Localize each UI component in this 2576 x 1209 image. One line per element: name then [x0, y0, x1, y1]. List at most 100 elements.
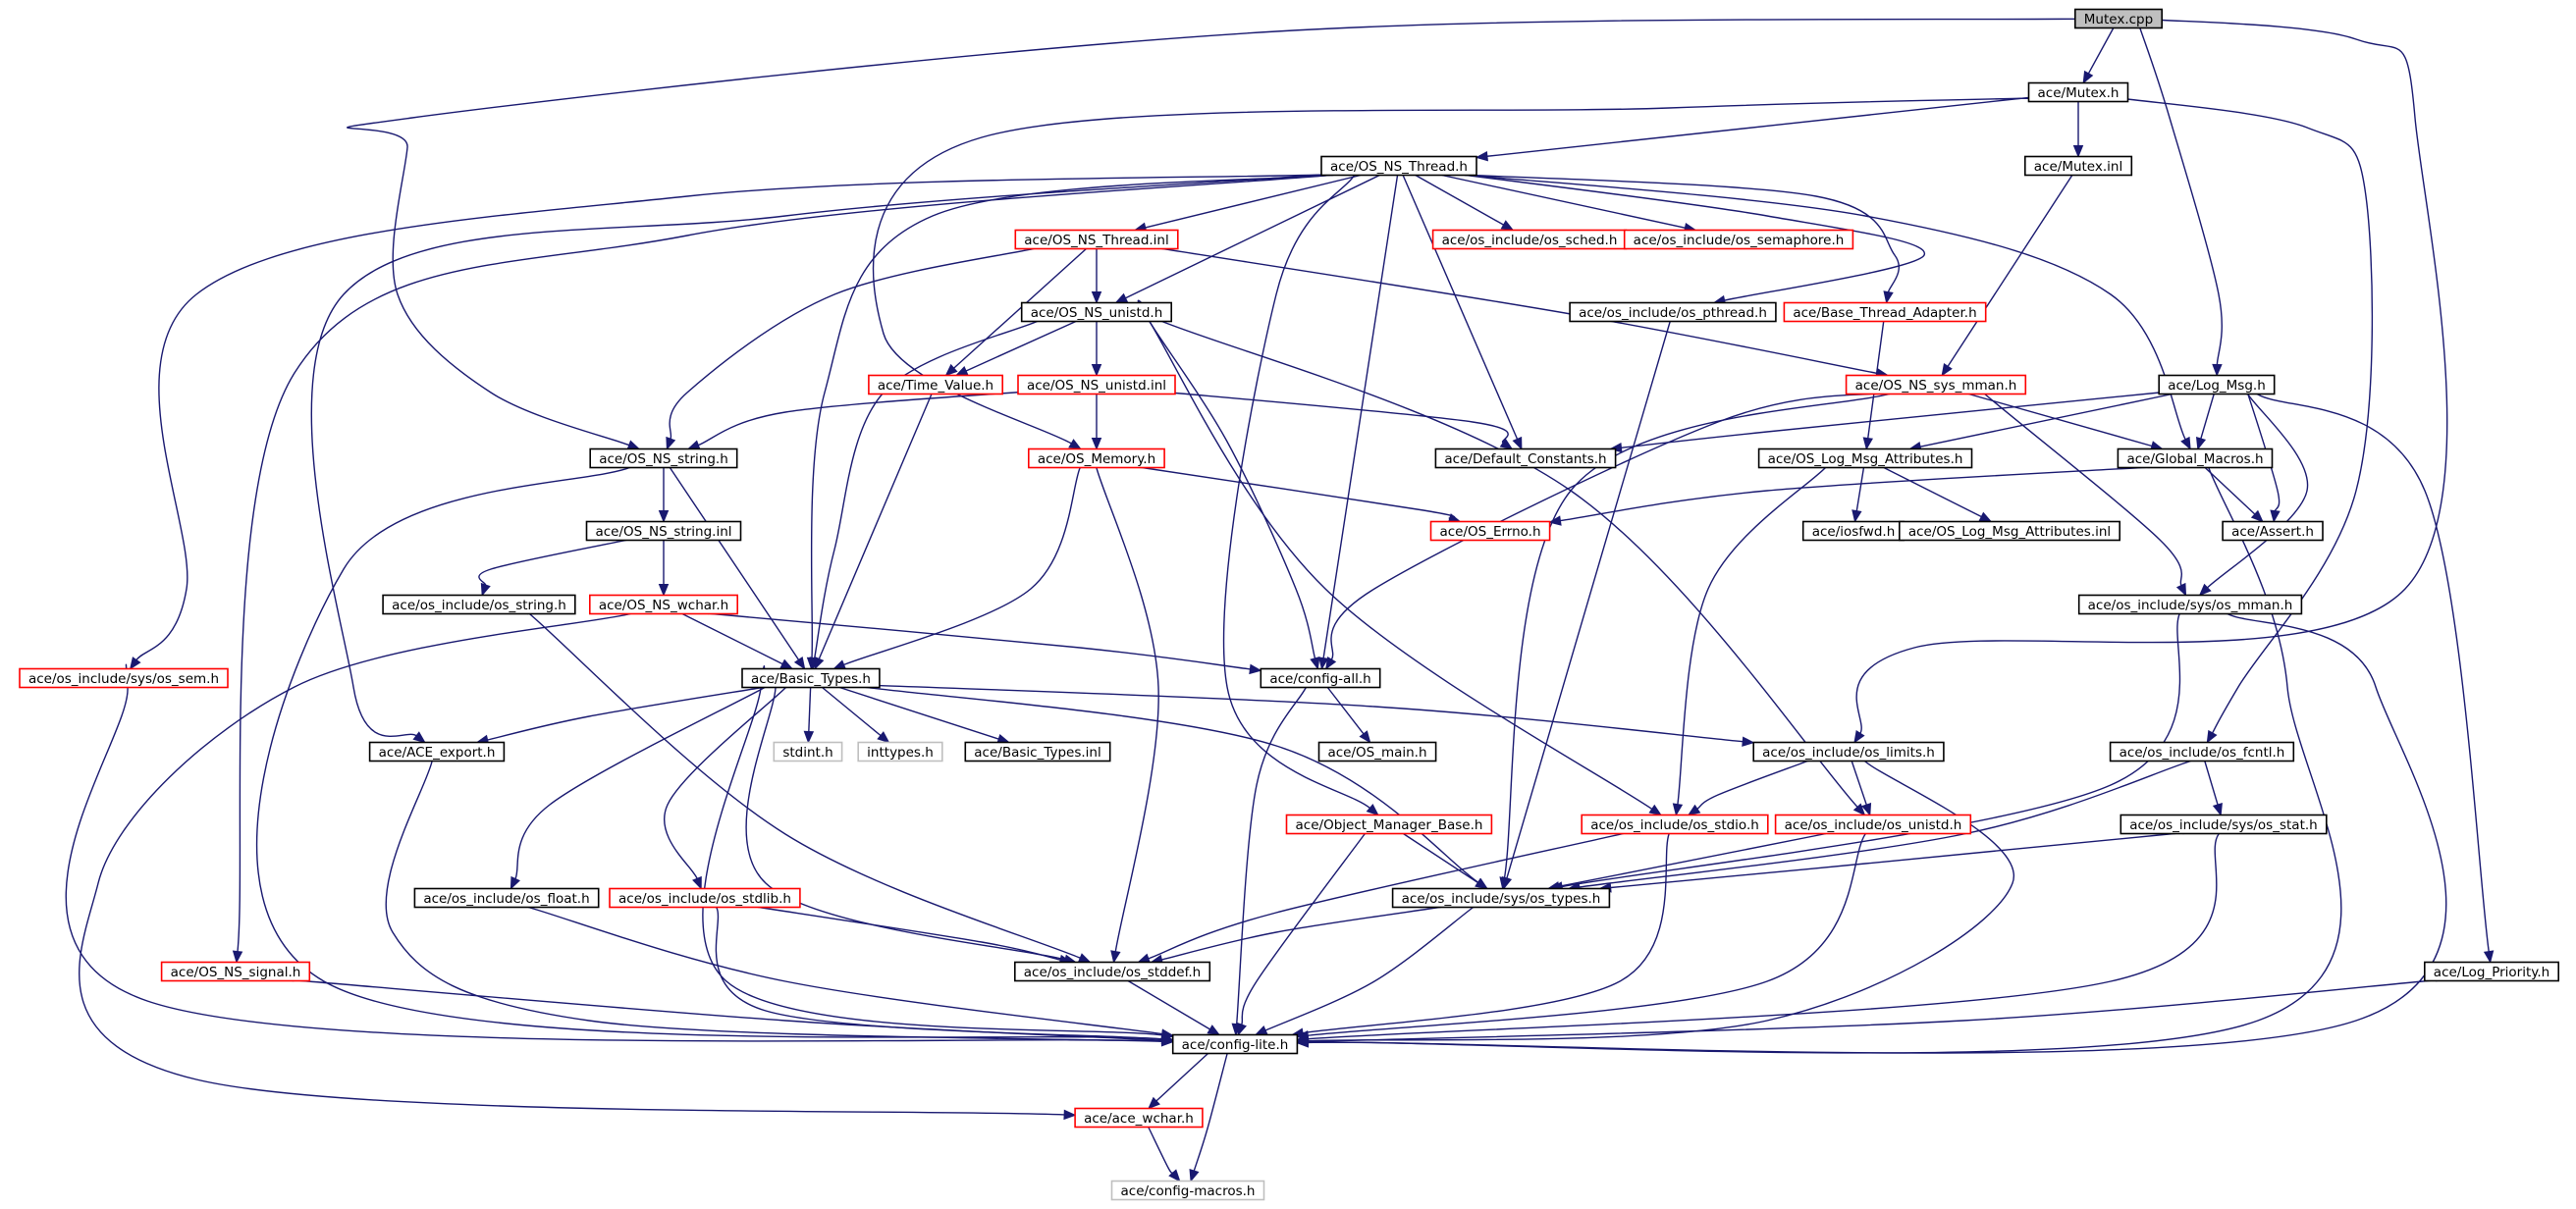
node-box: [2027, 81, 2129, 103]
node-label: ace/config-lite.h: [1182, 1037, 1289, 1053]
node-basic-types-inl[interactable]: ace/Basic_Types.inl: [964, 741, 1111, 762]
edge-mutex_cpp-to-log_msg_h: [2136, 21, 2223, 377]
edge-line: [1621, 389, 2190, 448]
node-mutex-inl[interactable]: ace/Mutex.inl: [2024, 155, 2133, 177]
node-box: [2158, 374, 2276, 395]
edge-arrowhead: [793, 657, 806, 670]
edge-line: [678, 609, 1251, 670]
node-ace-export-h[interactable]: ace/ACE_export.h: [368, 741, 506, 762]
edge-line: [843, 458, 1085, 666]
node-os-stdio-h[interactable]: ace/os_include/os_stdio.h: [1581, 814, 1769, 835]
node-sys-os-types-h[interactable]: ace/os_include/sys/os_types.h: [1391, 887, 1611, 909]
node-box: [413, 887, 600, 909]
node-global-macros-h[interactable]: ace/Global_Macros.h: [2117, 447, 2274, 469]
node-mutex-h[interactable]: ace/Mutex.h: [2027, 81, 2129, 103]
node-config-all-h[interactable]: ace/config-all.h: [1260, 667, 1381, 689]
edge-os_ns_thread_h-to-ace_export_h: [310, 171, 1366, 744]
edge-line: [830, 683, 1744, 743]
edge-arrowhead: [1249, 663, 1262, 675]
edge-line: [839, 686, 999, 740]
node-os-stdlib-h[interactable]: ace/os_include/os_stdlib.h: [609, 887, 801, 909]
edge-line: [1264, 901, 1481, 1031]
node-os-fcntl-h[interactable]: ace/os_include/os_fcntl.h: [2109, 741, 2295, 762]
edge-os_ns_string_inl-to-os_ns_wchar_h: [658, 540, 670, 597]
edge-arrowhead: [1189, 1168, 1200, 1183]
edge-line: [1117, 463, 1456, 519]
node-os-log-msg-attributes-inl[interactable]: ace/OS_Log_Msg_Attributes.inl: [1899, 520, 2121, 542]
edge-os_ns_wchar_h-to-ace_wchar_h: [78, 607, 1077, 1121]
node-label: ace/OS_NS_unistd.h: [1031, 305, 1163, 321]
edge-basic_types_h-to-config_lite_h: [702, 665, 1174, 1040]
node-os-ns-sys-mman-h[interactable]: ace/OS_NS_sys_mman.h: [1845, 374, 2027, 395]
edge-mutex_h-to-os_fcntl_h: [2108, 95, 2374, 744]
node-box: [964, 741, 1111, 762]
edge-arrowhead: [510, 875, 520, 890]
node-label: stdint.h: [782, 745, 832, 761]
edge-mutex_h-to-mutex_inl: [2072, 101, 2084, 158]
node-box: [1623, 229, 1854, 250]
node-os-ns-unistd-inl[interactable]: ace/OS_NS_unistd.inl: [1017, 374, 1176, 395]
node-base-thread-adapter-h[interactable]: ace/Base_Thread_Adapter.h: [1783, 301, 1987, 323]
edge-os_stdlib_h-to-os_stddef_h: [739, 903, 1073, 966]
node-ace-wchar-h[interactable]: ace/ace_wchar.h: [1074, 1107, 1204, 1129]
node-sys-os-stat-h[interactable]: ace/os_include/sys/os_stat.h: [2120, 814, 2328, 835]
node-basic-types-h[interactable]: ace/Basic_Types.h: [741, 667, 881, 689]
edge-os_ns_thread_inl-to-os_ns_unistd_h: [1091, 248, 1102, 304]
edge-arrowhead: [832, 659, 847, 670]
edge-arrowhead: [626, 440, 641, 450]
node-log-priority-h[interactable]: ace/Log_Priority.h: [2424, 961, 2560, 982]
node-os-semaphore-h[interactable]: ace/os_include/os_semaphore.h: [1623, 229, 1854, 250]
edge-line: [664, 678, 795, 879]
node-default-constants-h[interactable]: ace/Default_Constants.h: [1434, 447, 1617, 469]
edge-arrowhead: [658, 584, 670, 597]
node-sys-os-sem-h[interactable]: ace/os_include/sys/os_sem.h: [19, 667, 229, 689]
node-label: ace/os_include/os_float.h: [423, 891, 589, 907]
node-label: ace/Time_Value.h: [878, 378, 993, 394]
node-config-lite-h[interactable]: ace/config-lite.h: [1171, 1033, 1299, 1055]
node-os-log-msg-attributes-h[interactable]: ace/OS_Log_Msg_Attributes.h: [1757, 447, 1973, 469]
node-os-limits-h[interactable]: ace/os_include/os_limits.h: [1752, 741, 1945, 762]
node-os-memory-h[interactable]: ace/OS_Memory.h: [1028, 447, 1165, 469]
node-label: ace/ACE_export.h: [379, 745, 496, 761]
node-os-ns-string-inl[interactable]: ace/OS_NS_string.inl: [585, 520, 742, 542]
node-os-stddef-h[interactable]: ace/os_include/os_stddef.h: [1014, 961, 1211, 982]
node-assert-h[interactable]: ace/Assert.h: [2222, 520, 2324, 542]
node-time-value-h[interactable]: ace/Time_Value.h: [868, 374, 1004, 395]
edge-os_ns_thread_h-to-sys_os_sem_h: [129, 172, 1372, 670]
node-mutex-cpp[interactable]: Mutex.cpp: [2074, 8, 2164, 29]
node-box: [1074, 1107, 1204, 1129]
node-os-ns-string-h[interactable]: ace/OS_NS_string.h: [589, 447, 738, 469]
edge-arrowhead: [666, 436, 676, 450]
edge-line: [1968, 393, 2153, 447]
node-os-main-h[interactable]: ace/OS_main.h: [1317, 741, 1437, 762]
node-os-string-h[interactable]: ace/os_include/os_string.h: [382, 594, 576, 615]
edge-arrowhead: [954, 365, 969, 377]
node-os-ns-thread-h[interactable]: ace/OS_NS_Thread.h: [1320, 155, 1477, 177]
node-os-float-h[interactable]: ace/os_include/os_float.h: [413, 887, 600, 909]
node-box: [2117, 447, 2274, 469]
edge-log_msg_h-to-os_log_msg_attributes_h: [1908, 393, 2173, 452]
edge-arrowhead: [1114, 292, 1129, 304]
node-box: [1014, 229, 1179, 250]
node-os-ns-thread-inl[interactable]: ace/OS_NS_Thread.inl: [1014, 229, 1179, 250]
node-label: ace/OS_NS_Thread.h: [1330, 159, 1468, 175]
edge-basic_types_h-to-ace_export_h: [475, 684, 779, 746]
node-object-manager-base-h[interactable]: ace/Object_Manager_Base.h: [1285, 814, 1493, 835]
edge-line: [1153, 1049, 1212, 1104]
node-os-ns-unistd-h[interactable]: ace/OS_NS_unistd.h: [1020, 301, 1172, 323]
node-box: [2024, 155, 2133, 177]
node-iosfwd-h[interactable]: ace/iosfwd.h: [1801, 520, 1905, 542]
node-os-pthread-h[interactable]: ace/os_include/os_pthread.h: [1569, 301, 1777, 323]
node-os-unistd-h[interactable]: ace/os_include/os_unistd.h: [1774, 814, 1972, 835]
node-os-ns-wchar-h[interactable]: ace/OS_NS_wchar.h: [588, 594, 738, 615]
edge-os_memory_h-to-os_stddef_h: [1091, 450, 1159, 964]
node-sys-os-mman-h[interactable]: ace/os_include/sys/os_mman.h: [2077, 594, 2303, 615]
node-log-msg-h[interactable]: ace/Log_Msg.h: [2158, 374, 2276, 395]
edge-arrowhead: [1068, 439, 1082, 450]
node-os-ns-signal-h[interactable]: ace/OS_NS_signal.h: [160, 961, 311, 982]
edge-os_ns_unistd_h-to-basic_types_h: [809, 314, 1050, 670]
node-label: ace/os_include/os_stdlib.h: [618, 891, 791, 907]
node-os-errno-h[interactable]: ace/OS_Errno.h: [1429, 520, 1551, 542]
node-os-sched-h[interactable]: ace/os_include/os_sched.h: [1431, 229, 1628, 250]
edge-line: [1308, 822, 1874, 1036]
